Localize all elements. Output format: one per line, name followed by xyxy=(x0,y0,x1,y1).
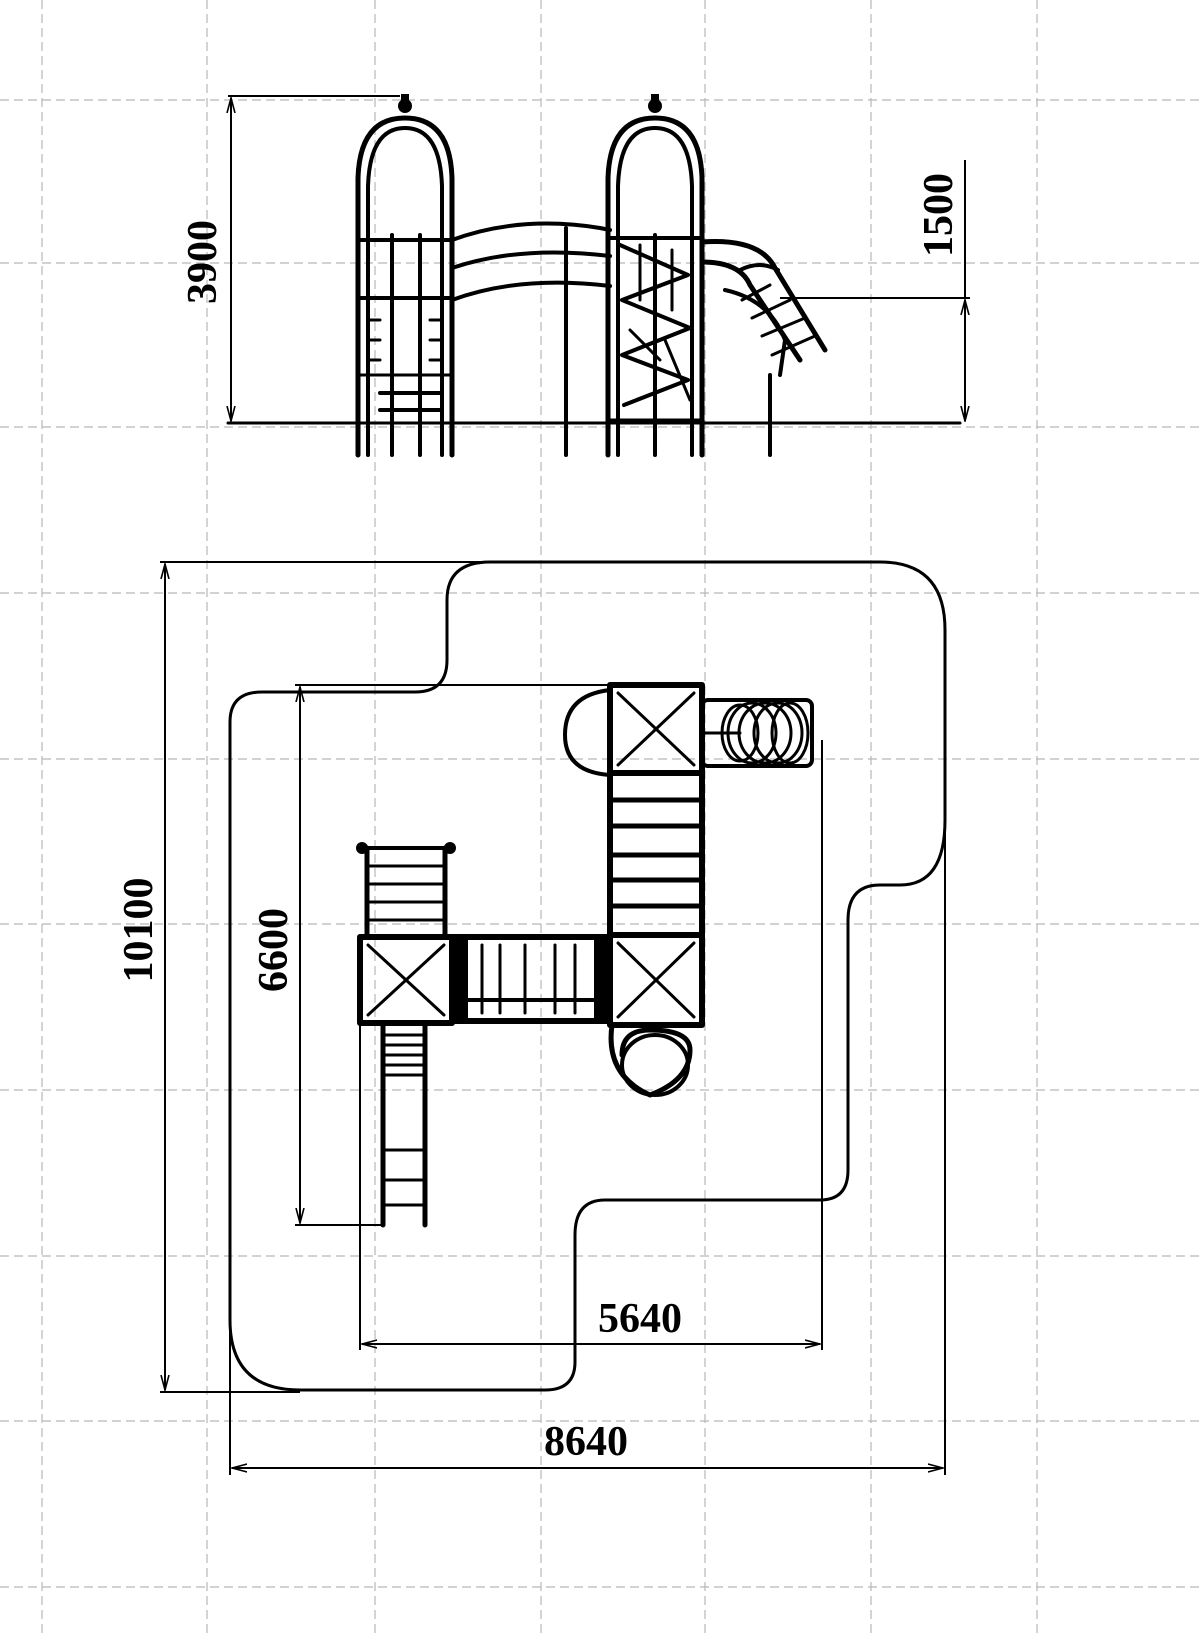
arched-bridge xyxy=(450,221,612,457)
dimension-label-10100: 10100 xyxy=(116,878,162,983)
right-tower xyxy=(605,94,705,458)
spiral-slide xyxy=(699,239,828,457)
dimension-1500: 1500 xyxy=(780,160,970,421)
dimension-5640: 5640 xyxy=(359,740,823,1350)
dimension-6600: 6600 xyxy=(251,684,610,1226)
dimension-label-5640: 5640 xyxy=(598,1296,682,1342)
plan-top-tower xyxy=(563,682,705,777)
dimension-10100: 10100 xyxy=(116,561,490,1393)
left-tower xyxy=(355,94,455,458)
safety-zone-outline xyxy=(228,560,947,1392)
dimension-label-3900: 3900 xyxy=(180,220,226,304)
plan-bottom-ladder xyxy=(380,1020,428,1228)
plan-vertical-bridge xyxy=(607,770,705,938)
plan-spiral-tube xyxy=(700,698,814,768)
dimension-8640: 8640 xyxy=(229,820,946,1475)
plan-right-tower xyxy=(607,932,705,1098)
plan-horizontal-bridge xyxy=(449,934,613,1024)
dimension-label-1500: 1500 xyxy=(916,173,962,257)
plan-left-tower xyxy=(357,934,455,1026)
dimension-label-8640: 8640 xyxy=(544,1419,628,1465)
dimension-label-6600: 6600 xyxy=(251,908,297,992)
plan-view: 10100 6600 5640 8640 xyxy=(116,560,947,1475)
dimension-3900: 3900 xyxy=(180,95,400,421)
plan-top-ladder xyxy=(356,842,456,940)
side-elevation: 3900 1500 xyxy=(180,94,970,458)
